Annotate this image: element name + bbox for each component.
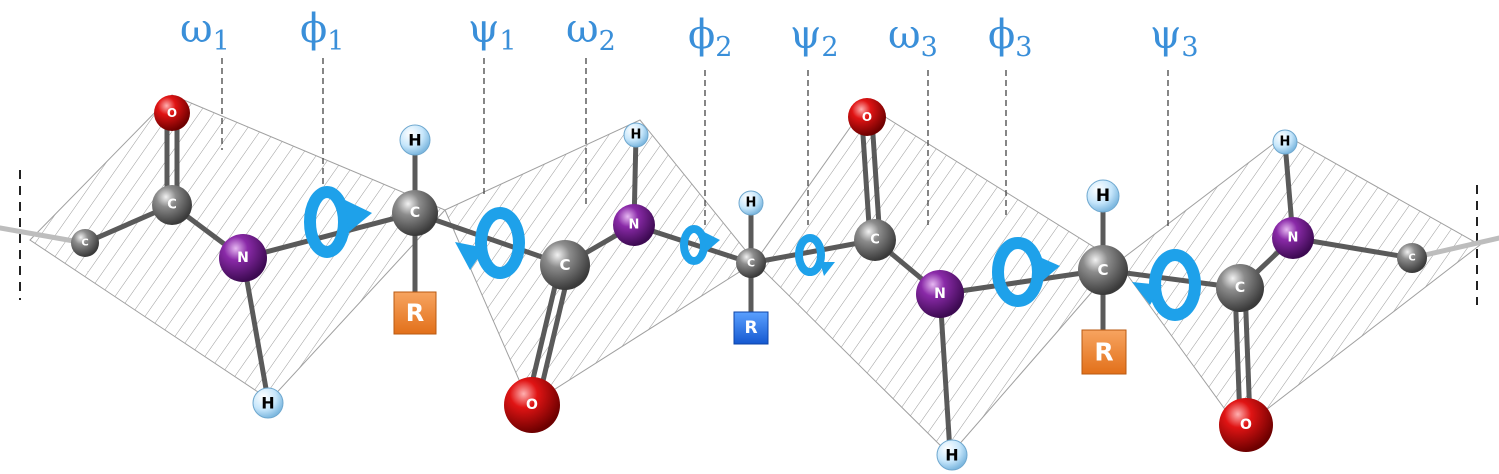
- atom-c-9: C: [1397, 243, 1427, 273]
- torsion-label-phi-3: ϕ3: [988, 12, 1032, 63]
- svg-text:O: O: [1240, 417, 1252, 433]
- svg-text:O: O: [167, 106, 177, 120]
- svg-text:N: N: [1288, 231, 1299, 246]
- atom-n-4: N: [1272, 217, 1314, 259]
- torsion-label-psi-3: ψ3: [1150, 12, 1199, 63]
- svg-text:C: C: [1408, 253, 1415, 264]
- svg-text:C: C: [410, 205, 420, 221]
- atom-n-2: N: [613, 204, 655, 246]
- rotation-arrow-psi2: [795, 234, 835, 276]
- atom-h-1: H: [399, 124, 431, 156]
- svg-text:H: H: [1096, 186, 1110, 206]
- atom-o-1: O: [154, 95, 190, 131]
- side-chains: R R R: [393, 291, 1127, 375]
- svg-text:H: H: [945, 446, 958, 465]
- svg-text:C: C: [1097, 261, 1108, 279]
- atom-n-3: N: [916, 270, 964, 318]
- svg-text:C: C: [1235, 280, 1245, 296]
- side-chain-r-3: R: [1081, 329, 1127, 375]
- svg-text:N: N: [237, 250, 249, 266]
- atom-h-5: H: [936, 439, 968, 471]
- svg-text:H: H: [408, 131, 421, 150]
- torsion-label-phi-1: ϕ1: [300, 6, 344, 57]
- svg-text:R: R: [744, 318, 757, 338]
- atom-n-1: N: [219, 234, 267, 282]
- torsion-labels: ω1 ϕ1 ψ1 ω2 ϕ2 ψ2 ω3 ϕ3 ψ3: [180, 6, 1199, 63]
- svg-text:C: C: [81, 238, 88, 249]
- svg-text:C: C: [747, 257, 755, 270]
- torsion-label-omega-3: ω3: [888, 12, 938, 63]
- atom-c-8: C: [1216, 264, 1264, 312]
- atom-h-7: H: [1272, 129, 1298, 155]
- atoms: H H H H H H H O O O O C C C C C C C C C …: [71, 95, 1427, 471]
- svg-text:H: H: [261, 394, 274, 413]
- torsion-label-psi-1: ψ1: [468, 6, 517, 57]
- side-chain-r-1: R: [393, 291, 437, 335]
- svg-text:N: N: [934, 286, 946, 302]
- atom-o-2: O: [504, 377, 560, 433]
- svg-text:H: H: [1280, 135, 1291, 150]
- torsion-label-psi-2: ψ2: [790, 12, 839, 63]
- atom-c-4: C: [540, 240, 590, 290]
- rotation-arrow-psi3: [1132, 249, 1201, 321]
- atom-h-4: H: [738, 190, 764, 216]
- svg-text:R: R: [406, 299, 424, 327]
- atom-c-7: C: [1078, 245, 1128, 295]
- rotation-arrow-phi3: [992, 237, 1060, 307]
- svg-text:H: H: [746, 196, 757, 211]
- svg-text:N: N: [629, 218, 640, 233]
- atom-c-2: C: [152, 185, 192, 225]
- atom-c-3: C: [392, 190, 438, 236]
- svg-text:R: R: [1094, 338, 1113, 367]
- torsion-label-omega-2: ω2: [566, 6, 616, 57]
- torsion-guides: [221, 58, 1169, 230]
- atom-c-1: C: [71, 229, 99, 257]
- peptide-plane-4: [1117, 134, 1481, 431]
- rotation-arrow-psi1: [455, 207, 525, 279]
- svg-text:O: O: [526, 397, 538, 413]
- atom-c-6: C: [854, 219, 896, 261]
- svg-text:C: C: [559, 256, 570, 274]
- svg-text:O: O: [862, 110, 872, 124]
- svg-text:C: C: [167, 198, 177, 213]
- svg-text:C: C: [870, 233, 880, 248]
- atom-c-5: C: [736, 248, 766, 278]
- atom-h-3: H: [623, 122, 649, 148]
- side-chain-r-2: R: [733, 311, 769, 345]
- rotation-arrow-phi2: [680, 225, 720, 265]
- rotation-arrow-phi1: [304, 186, 372, 258]
- torsion-label-phi-2: ϕ2: [688, 12, 732, 63]
- rotation-arrows: [304, 186, 1201, 321]
- svg-text:H: H: [631, 128, 642, 143]
- atom-o-4: O: [1219, 398, 1273, 452]
- atom-o-3: O: [848, 98, 886, 136]
- atom-h-6: H: [1086, 179, 1120, 213]
- torsion-label-omega-1: ω1: [180, 6, 230, 57]
- atom-h-2: H: [252, 387, 284, 419]
